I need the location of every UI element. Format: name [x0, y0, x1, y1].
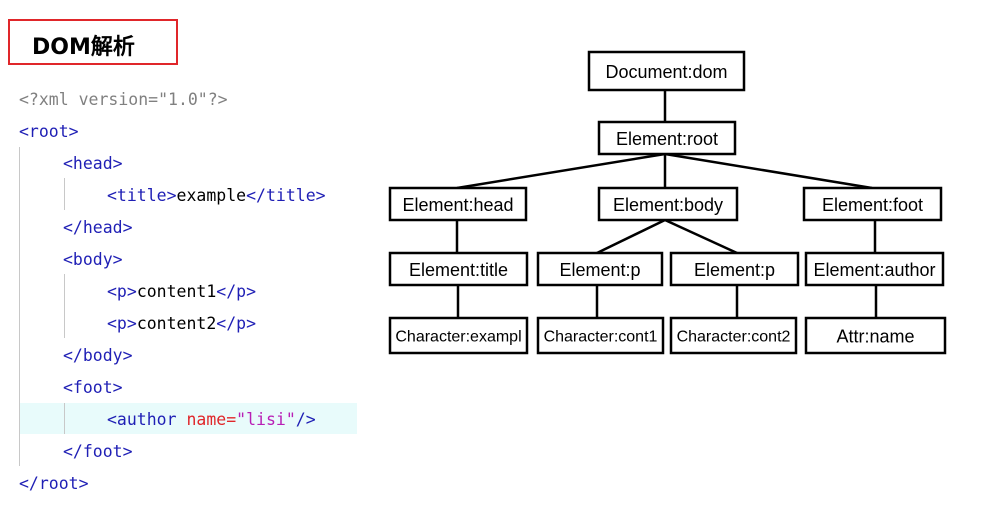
- tree-node-box: [536, 316, 665, 355]
- tree-node-label: Element:head: [402, 195, 513, 215]
- code-token-tag: <head>: [63, 154, 123, 173]
- tree-node-label: Element:root: [616, 129, 718, 149]
- title-box: DOM解析: [8, 19, 178, 65]
- tree-node-box: [388, 316, 529, 355]
- code-token-tag: <author: [107, 410, 187, 429]
- tree-node-label: Document:dom: [605, 62, 727, 82]
- tree-node-box: [587, 50, 746, 92]
- tree-node-box: [388, 186, 528, 222]
- tree-node-label: Element:author: [813, 260, 935, 280]
- tree-node-root: Element:root: [597, 120, 737, 156]
- code-line: <author name="lisi"/>: [107, 404, 316, 436]
- code-line: <?xml version="1.0"?>: [19, 84, 228, 116]
- tree-node-head: Element:head: [388, 186, 528, 222]
- code-line: <p>content2</p>: [107, 308, 256, 340]
- tree-node-label: Character:cont1: [544, 329, 658, 346]
- tree-node-label: Character:exampl: [395, 329, 521, 346]
- tree-node-box: [536, 251, 664, 287]
- tree-node-box: [669, 251, 800, 287]
- code-token-tag: <title>: [107, 186, 177, 205]
- tree-node-box: [669, 316, 798, 355]
- code-line: <p>content1</p>: [107, 276, 256, 308]
- code-token-tag: </body>: [63, 346, 133, 365]
- tree-edge-root-head: [456, 152, 666, 190]
- code-line: <title>example</title>: [107, 180, 326, 212]
- code-token-tag: <foot>: [63, 378, 123, 397]
- tree-edge-root-foot: [664, 152, 873, 190]
- code-token-tag: <p>: [107, 314, 137, 333]
- code-token-tag: </p>: [216, 314, 257, 333]
- code-line: </foot>: [63, 436, 133, 468]
- code-token-tag: <root>: [19, 122, 79, 141]
- tree-node-label: Character:cont2: [677, 329, 791, 346]
- tree-node-char-example: Character:exampl: [388, 316, 529, 355]
- tree-node-author: Element:author: [804, 251, 945, 287]
- code-token-tag: />: [295, 410, 316, 429]
- tree-node-box: [597, 186, 739, 222]
- tree-node-label: Attr:name: [836, 327, 914, 347]
- tree-node-foot: Element:foot: [802, 186, 943, 222]
- tree-edge-body-p2: [664, 218, 738, 255]
- tree-node-box: [804, 316, 947, 355]
- tree-node-label: Element:p: [559, 260, 640, 280]
- code-line: </body>: [63, 340, 133, 372]
- code-token-tag: </root>: [19, 474, 89, 493]
- code-line: <root>: [19, 116, 79, 148]
- tree-node-box: [388, 251, 529, 287]
- tree-node-body: Element:body: [597, 186, 739, 222]
- code-line: <foot>: [63, 372, 123, 404]
- code-token-text: example: [176, 186, 247, 205]
- code-line: </root>: [19, 468, 89, 500]
- tree-edge-body-p1: [596, 218, 666, 255]
- code-line: <body>: [63, 244, 123, 276]
- tree-node-document: Document:dom: [587, 50, 746, 92]
- code-token-tag: </foot>: [63, 442, 133, 461]
- code-token-text: content1: [136, 282, 217, 301]
- indent-guide: [64, 274, 65, 338]
- highlighted-line: [19, 403, 357, 434]
- tree-node-p2: Element:p: [669, 251, 800, 287]
- code-line: <head>: [63, 148, 123, 180]
- code-token-tag: </p>: [216, 282, 257, 301]
- tree-node-box: [804, 251, 945, 287]
- indent-guide: [64, 178, 65, 210]
- tree-node-attr-name: Attr:name: [804, 316, 947, 355]
- code-token-decl: <?xml version="1.0"?>: [19, 90, 228, 109]
- page-title: DOM解析: [32, 35, 135, 60]
- tree-node-label: Element:p: [694, 260, 775, 280]
- tree-node-label: Element:body: [613, 195, 723, 215]
- tree-node-char-cont2: Character:cont2: [669, 316, 798, 355]
- code-token-tag: </title>: [246, 186, 326, 205]
- code-token-tag: <p>: [107, 282, 137, 301]
- tree-node-box: [802, 186, 943, 222]
- indent-guide: [64, 403, 65, 434]
- code-token-text: content2: [136, 314, 217, 333]
- code-line: </head>: [63, 212, 133, 244]
- tree-node-title: Element:title: [388, 251, 529, 287]
- tree-node-box: [597, 120, 737, 156]
- tree-node-label: Element:title: [409, 260, 508, 280]
- tree-node-label: Element:foot: [822, 195, 923, 215]
- code-token-tag: <body>: [63, 250, 123, 269]
- code-token-attr: name=: [186, 410, 237, 429]
- tree-node-p1: Element:p: [536, 251, 664, 287]
- indent-guide: [19, 147, 20, 466]
- code-token-tag: </head>: [63, 218, 133, 237]
- code-token-val: "lisi": [236, 410, 296, 429]
- tree-node-char-cont1: Character:cont1: [536, 316, 665, 355]
